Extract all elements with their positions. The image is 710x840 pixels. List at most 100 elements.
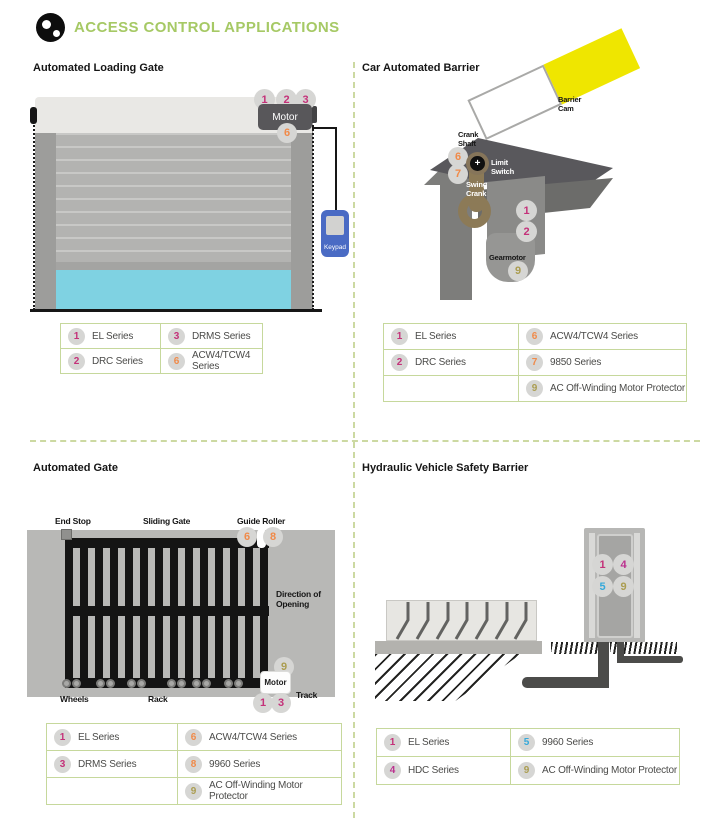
legend-label: AC Off-Winding Motor Protector bbox=[550, 383, 685, 394]
legend-label: 9960 Series bbox=[209, 758, 261, 770]
gate-wheel bbox=[137, 679, 146, 688]
legend-label: DRMS Series bbox=[78, 758, 137, 770]
shutter-bottom-strip bbox=[56, 262, 291, 270]
ground-hatching-right bbox=[551, 642, 600, 654]
ground-hatching-right bbox=[610, 642, 677, 654]
road-blocker-teeth bbox=[395, 602, 528, 640]
callout-9: 9 bbox=[613, 576, 634, 597]
gate-wheel bbox=[202, 679, 211, 688]
logo-dot-small bbox=[53, 30, 60, 37]
callout-badge: 2 bbox=[391, 354, 408, 371]
legend-cell-empty bbox=[47, 778, 177, 804]
sliding-gate-label: Sliding Gate bbox=[143, 516, 191, 526]
callout-1: 1 bbox=[253, 693, 273, 713]
legend-table: 1 EL Series 5 9960 Series 4 HDC Series 9… bbox=[376, 728, 680, 785]
gate-column-right bbox=[291, 120, 313, 310]
legend-table: 1 EL Series 6 ACW4/TCW4 Series 3 DRMS Se… bbox=[46, 723, 342, 805]
callout-4: 4 bbox=[613, 554, 634, 575]
legend-table: 1 EL Series 3 DRMS Series 2 DRC Series 6… bbox=[60, 323, 263, 374]
barrier-arm-yellow-segment bbox=[543, 28, 641, 105]
legend-label: EL Series bbox=[415, 331, 457, 342]
cabinet-rail-right bbox=[634, 533, 640, 638]
legend-cell: 2 DRC Series bbox=[61, 349, 160, 373]
gate-wheel bbox=[167, 679, 176, 688]
legend-cell: 9 AC Off-Winding Motor Protector bbox=[519, 376, 686, 401]
legend-cell: 8 9960 Series bbox=[178, 751, 341, 777]
ground-hatching-left bbox=[375, 654, 521, 701]
legend-label: DRC Series bbox=[92, 355, 143, 367]
guide-rail-right bbox=[312, 118, 314, 310]
callout-badge: 9 bbox=[185, 782, 202, 800]
legend-cell: 1 EL Series bbox=[61, 324, 160, 348]
legend-cell: 5 9960 Series bbox=[511, 729, 679, 756]
callout-7: 7 bbox=[448, 164, 468, 184]
swing-crank-hook bbox=[458, 194, 491, 228]
guide-roller-label: Guide Roller bbox=[237, 516, 286, 526]
callout-badge: 3 bbox=[54, 755, 71, 773]
legend-label: 9850 Series bbox=[550, 357, 602, 368]
callout-badge: 6 bbox=[526, 328, 543, 345]
keypad-wire bbox=[312, 127, 337, 129]
gate-rail-top bbox=[65, 538, 269, 548]
legend-label: ACW4/TCW4 Series bbox=[550, 331, 638, 342]
legend-cell: 1 EL Series bbox=[47, 724, 177, 750]
track-label: Track bbox=[296, 690, 318, 700]
keypad-label: Keypad bbox=[323, 244, 347, 251]
gate-wheel bbox=[72, 679, 81, 688]
keypad-device: Keypad bbox=[321, 210, 349, 257]
callout-badge: 1 bbox=[68, 327, 85, 345]
callout-6: 6 bbox=[277, 123, 297, 143]
legend-label: AC Off-Winding Motor Protector bbox=[209, 780, 303, 802]
legend-label: EL Series bbox=[78, 731, 120, 743]
section-title: Automated Gate bbox=[33, 462, 118, 474]
callout-badge: 8 bbox=[185, 755, 202, 773]
callout-5: 5 bbox=[592, 576, 613, 597]
callout-1: 1 bbox=[516, 200, 537, 221]
legend-cell: 2 DRC Series bbox=[384, 350, 518, 375]
gate-wheel bbox=[224, 679, 233, 688]
callout-3: 3 bbox=[271, 693, 291, 713]
section-title: Car Automated Barrier bbox=[362, 62, 480, 74]
limit-switch-label: Limit Switch bbox=[491, 158, 514, 176]
legend-cell: 7 9850 Series bbox=[519, 350, 686, 375]
callout-badge: 4 bbox=[384, 762, 401, 779]
end-stop-label: End Stop bbox=[55, 516, 91, 526]
legend-table: 1 EL Series 6 ACW4/TCW4 Series 2 DRC Ser… bbox=[383, 323, 687, 402]
callout-1: 1 bbox=[592, 554, 613, 575]
guide-rail-left bbox=[33, 118, 35, 310]
legend-label: ACW4/TCW4 Series bbox=[209, 731, 297, 743]
plus-icon: + bbox=[470, 156, 485, 171]
logo-dot-large bbox=[42, 20, 51, 29]
ground-line bbox=[30, 309, 322, 312]
legend-cell: 6 ACW4/TCW4 Series bbox=[161, 349, 262, 373]
legend-cell: 6 ACW4/TCW4 Series bbox=[178, 724, 341, 750]
section-title: Hydraulic Vehicle Safety Barrier bbox=[362, 462, 529, 474]
callout-9: 9 bbox=[508, 261, 528, 281]
legend-label: ACW4/TCW4 Series bbox=[192, 350, 251, 372]
road-blocker bbox=[386, 600, 537, 641]
swing-crank-label: Swing Crank bbox=[466, 180, 488, 198]
legend-cell: 1 EL Series bbox=[377, 729, 510, 756]
motor-box: Motor bbox=[260, 671, 291, 694]
section-title: Automated Loading Gate bbox=[33, 62, 164, 74]
legend-label: HDC Series bbox=[408, 765, 459, 776]
callout-badge: 9 bbox=[526, 380, 543, 397]
legend-label: AC Off-Winding Motor Protector bbox=[542, 765, 677, 776]
callout-6: 6 bbox=[237, 527, 257, 547]
page-title: ACCESS CONTROL APPLICATIONS bbox=[74, 19, 340, 36]
barrier-cam-label: Barrier Cam bbox=[558, 95, 582, 113]
gate-wheel bbox=[234, 679, 243, 688]
legend-cell: 1 EL Series bbox=[384, 324, 518, 349]
legend-label: EL Series bbox=[408, 737, 450, 748]
gate-wheel bbox=[106, 679, 115, 688]
end-stop-block bbox=[61, 529, 72, 540]
keypad-wire bbox=[335, 127, 337, 211]
callout-2: 2 bbox=[516, 221, 537, 242]
legend-label: EL Series bbox=[92, 330, 134, 342]
legend-cell: 9 AC Off-Winding Motor Protector bbox=[178, 778, 341, 804]
gate-opening-area bbox=[56, 270, 291, 309]
hydraulic-pipe bbox=[522, 677, 609, 688]
callout-badge: 1 bbox=[54, 728, 71, 746]
gate-wheel bbox=[192, 679, 201, 688]
